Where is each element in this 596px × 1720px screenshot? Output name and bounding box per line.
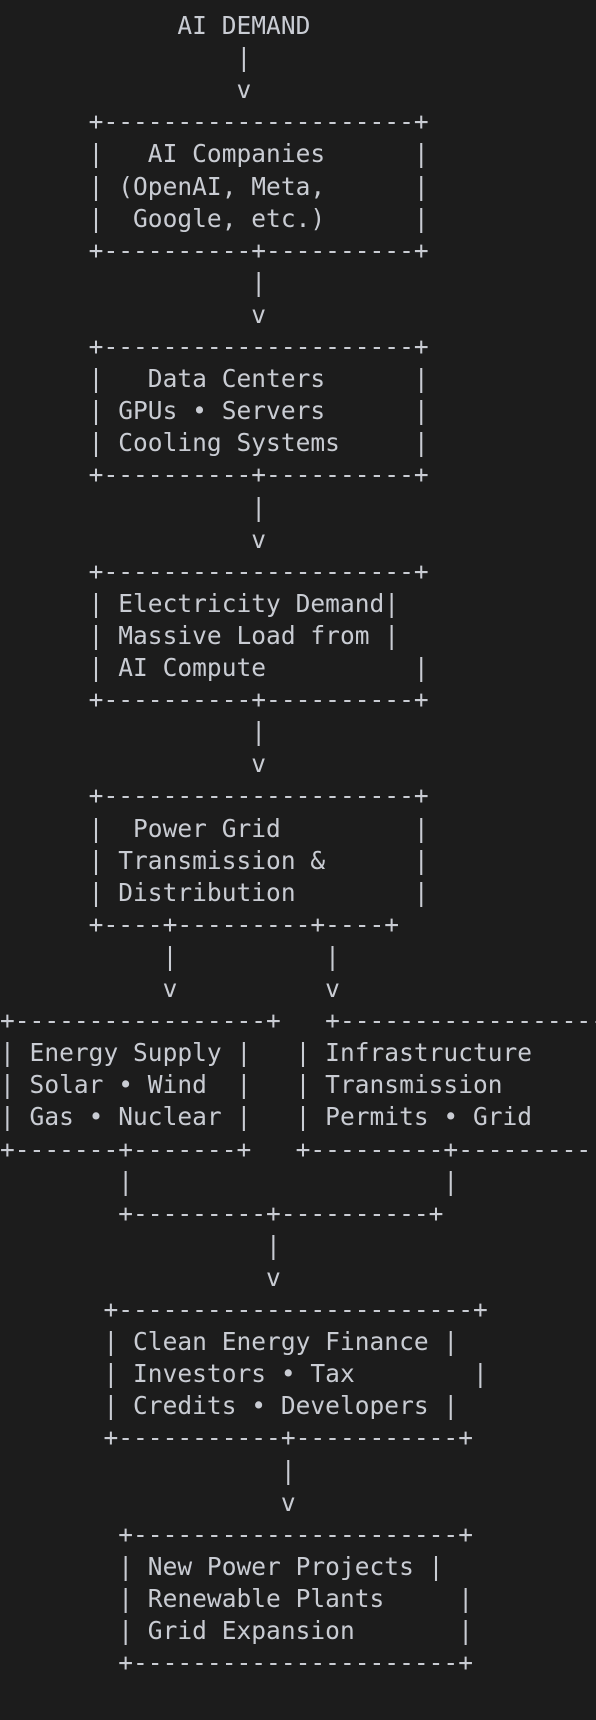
split-connector-lines: | | [0, 941, 340, 971]
box-power-grid-title: | Power Grid | [0, 813, 429, 843]
box-electricity-line-2: | Massive Load from | [0, 620, 400, 650]
box-projects-line-3: | Grid Expansion | [0, 1616, 473, 1645]
box-ai-companies-bottom-border: +----------+----------+ [0, 235, 429, 265]
split-boxes-line-3: | Gas • Nuclear | | Permits • Grid [0, 1102, 533, 1132]
box-data-centers-title: | Data Centers | [0, 364, 429, 394]
box-electricity-title: | Electricity Demand| [0, 588, 400, 618]
connector-line: | [0, 1455, 296, 1485]
box-power-grid-line-3: | Distribution | [0, 877, 429, 907]
connector-line: | [0, 492, 267, 522]
box-electricity-bottom-border: +----------+----------+ [0, 685, 429, 715]
split-arrows-down: v v [0, 974, 340, 1003]
box-electricity-line-3: | AI Compute | [0, 653, 429, 682]
box-finance-title: | Clean Energy Finance | [0, 1327, 459, 1357]
box-finance-bottom-border: +-----------+-----------+ [0, 1423, 473, 1453]
box-projects-top-border: +----------------------+ [0, 1519, 473, 1549]
box-power-grid-top-border: +---------------------+ [0, 781, 429, 811]
arrow-down: v [0, 1487, 296, 1517]
connector-line: | [0, 1230, 281, 1260]
box-finance-top-border: +------------------------+ [0, 1295, 488, 1324]
box-ai-companies-top-border: +---------------------+ [0, 107, 429, 137]
arrow-down: v [0, 299, 267, 329]
split-boxes-line-2: | Solar • Wind | | Transmission [0, 1070, 503, 1100]
box-finance-line-2: | Investors • Tax | [0, 1359, 488, 1389]
box-data-centers-line-2: | GPUs • Servers | [0, 396, 429, 426]
connector-line: | [0, 267, 267, 297]
box-power-grid-bottom-border: +----+---------+----+ [0, 909, 400, 939]
arrow-down: v [0, 75, 252, 105]
box-data-centers-top-border: +---------------------+ [0, 332, 429, 361]
box-finance-line-3: | Credits • Developers | [0, 1391, 459, 1421]
box-projects-bottom-border: +----------------------+ [0, 1648, 473, 1678]
box-data-centers-line-3: | Cooling Systems | [0, 428, 429, 458]
box-electricity-top-border: +---------------------+ [0, 556, 429, 586]
arrow-down: v [0, 524, 267, 554]
box-power-grid-line-2: | Transmission & | [0, 845, 429, 875]
connector-line: | [0, 43, 252, 73]
merge-connector-lines: | | [0, 1166, 459, 1196]
diagram-title: AI DEMAND [0, 11, 311, 40]
split-boxes-title: | Energy Supply | | Infrastructure [0, 1038, 533, 1068]
split-boxes-top-border: +-----------------+ +------------------- [0, 1006, 596, 1036]
split-boxes-bottom-border: +-------+-------+ +---------+--------- [0, 1134, 592, 1164]
box-ai-companies-line-2: | (OpenAI, Meta, | [0, 171, 429, 201]
box-ai-companies-line-3: | Google, etc.) | [0, 203, 429, 233]
arrow-down: v [0, 749, 267, 779]
box-data-centers-bottom-border: +----------+----------+ [0, 460, 429, 490]
box-ai-companies-title: | AI Companies | [0, 139, 429, 169]
arrow-down: v [0, 1262, 281, 1292]
merge-connector-join: +---------+----------+ [0, 1198, 444, 1228]
box-projects-line-2: | Renewable Plants | [0, 1583, 473, 1613]
connector-line: | [0, 717, 267, 747]
box-projects-title: | New Power Projects | [0, 1551, 444, 1581]
